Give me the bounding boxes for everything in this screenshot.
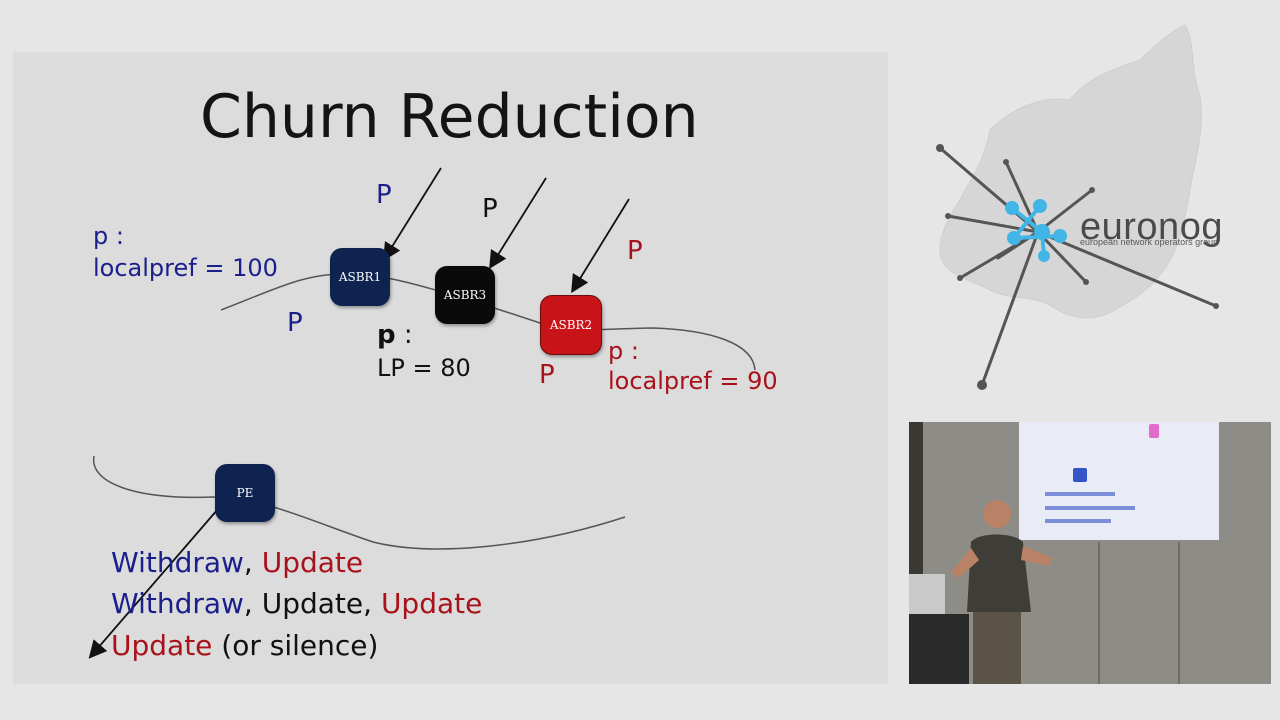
- presentation-slide: Churn Reduction ASBR1 ASBR3 ASBR2 PE P P…: [13, 52, 888, 684]
- message-sequence-1: Withdraw, Update: [111, 546, 363, 579]
- network-topology-diagram: [88, 167, 756, 659]
- asbr3-localpref: LP = 80: [377, 354, 471, 382]
- upper-as-boundary-curve: [220, 273, 756, 371]
- router-asbr1: ASBR1: [330, 248, 390, 306]
- lower-as-boundary-curve: [92, 455, 626, 550]
- prefix-label-top-blue: P: [376, 180, 392, 210]
- router-pe: PE: [215, 464, 275, 522]
- asbr1-localpref: localpref = 100: [93, 254, 278, 282]
- msg2-update: Update: [380, 587, 483, 620]
- router-asbr2: ASBR2: [540, 295, 602, 355]
- router-pe-label: PE: [236, 486, 254, 500]
- msg1-sep: ,: [243, 546, 262, 579]
- message-sequence-3: Update (or silence): [111, 629, 378, 662]
- prefix-label-low-blue: P: [287, 308, 303, 338]
- advert-arrow-asbr2: [571, 198, 630, 294]
- advert-arrow-asbr3: [489, 177, 547, 270]
- presenter-camera-feed: [909, 422, 1271, 684]
- router-asbr1-label: ASBR1: [338, 270, 382, 284]
- msg1-update: Update: [261, 546, 364, 579]
- msg3-update: Update: [111, 629, 213, 662]
- slide-title: Churn Reduction: [200, 82, 699, 152]
- advert-arrow-asbr1: [383, 167, 442, 262]
- asbr1-prefix-label: p :: [93, 222, 124, 250]
- router-asbr3: ASBR3: [435, 266, 495, 324]
- euronog-logo-area: [900, 0, 1280, 410]
- asbr2-localpref: localpref = 90: [608, 367, 778, 395]
- msg1-withdraw: Withdraw: [111, 546, 244, 579]
- asbr3-prefix-label: p :: [377, 320, 413, 350]
- asbr3-prefix-colon: :: [395, 320, 413, 350]
- message-sequence-2: Withdraw, Update, Update: [111, 587, 482, 620]
- prefix-label-low-red: P: [539, 360, 555, 390]
- router-asbr3-label: ASBR3: [443, 288, 487, 302]
- brand-tagline: european network operators group: [1080, 237, 1219, 247]
- prefix-label-top-red: P: [627, 236, 643, 266]
- brand-name: euronog: [1080, 206, 1223, 248]
- europe-network-map-icon: [936, 24, 1219, 390]
- msg2-mid: , Update,: [243, 587, 381, 620]
- pe-outgoing-arrow: [88, 508, 219, 659]
- asbr3-prefix-letter: p: [377, 320, 396, 350]
- asbr2-prefix-label: p :: [608, 337, 639, 365]
- msg3-silence: (or silence): [212, 629, 379, 662]
- msg2-withdraw: Withdraw: [111, 587, 244, 620]
- presenter-video-feed: [909, 422, 1271, 684]
- prefix-label-top-black: P: [482, 194, 498, 224]
- router-asbr2-label: ASBR2: [549, 318, 593, 332]
